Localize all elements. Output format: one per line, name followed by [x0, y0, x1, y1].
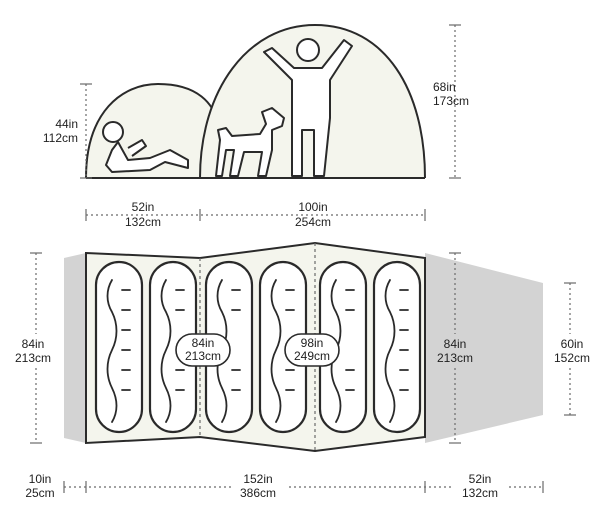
right-vestibule-width-in: 52in — [469, 472, 492, 486]
right-vestibule — [425, 253, 543, 443]
tent-elevation: 44in 112cm 68in 173cm 52in 132cm 100in 2… — [43, 23, 469, 229]
left-vestibule-width-in: 10in — [29, 472, 52, 486]
height-large-in: 68in — [433, 80, 456, 94]
left-depth-in: 84in — [22, 337, 45, 351]
width-large-cm: 254cm — [295, 215, 331, 229]
tent-floor-plan: 84in 213cm 98in 249cm 84in 213cm 84in 21… — [4, 241, 600, 500]
inner-depth-callout-a: 84in 213cm — [175, 333, 231, 367]
left-vestibule-width-cm: 25cm — [25, 486, 54, 500]
inner-depth-b-cm: 249cm — [294, 349, 330, 363]
right-depth-cm: 213cm — [437, 351, 473, 365]
reclining-person-icon — [102, 121, 189, 173]
vestibule-depth-cm: 152cm — [554, 351, 590, 365]
height-small-cm: 112cm — [43, 131, 78, 145]
standing-person-icon — [263, 38, 353, 177]
sleeping-bag-6 — [372, 260, 422, 434]
height-small-in: 44in — [55, 117, 78, 131]
inner-depth-a-in: 84in — [192, 336, 215, 350]
right-vestibule-width-cm: 132cm — [462, 486, 498, 500]
vestibule-depth-in: 60in — [561, 337, 584, 351]
width-small-in: 52in — [132, 200, 155, 214]
dog-icon — [215, 107, 285, 177]
inner-depth-callout-b: 98in 249cm — [284, 333, 340, 367]
height-large-cm: 173cm — [433, 94, 469, 108]
width-small-cm: 132cm — [125, 215, 161, 229]
inner-depth-b-in: 98in — [301, 336, 324, 350]
floor-length-cm: 386cm — [240, 486, 276, 500]
left-vestibule — [64, 253, 86, 443]
left-depth-cm: 213cm — [15, 351, 51, 365]
sleeping-bag-2 — [148, 260, 198, 434]
sleeping-bag-1 — [94, 260, 144, 434]
inner-depth-a-cm: 213cm — [185, 349, 221, 363]
floor-length-in: 152in — [243, 472, 272, 486]
right-depth-in: 84in — [444, 337, 467, 351]
width-large-in: 100in — [298, 200, 327, 214]
